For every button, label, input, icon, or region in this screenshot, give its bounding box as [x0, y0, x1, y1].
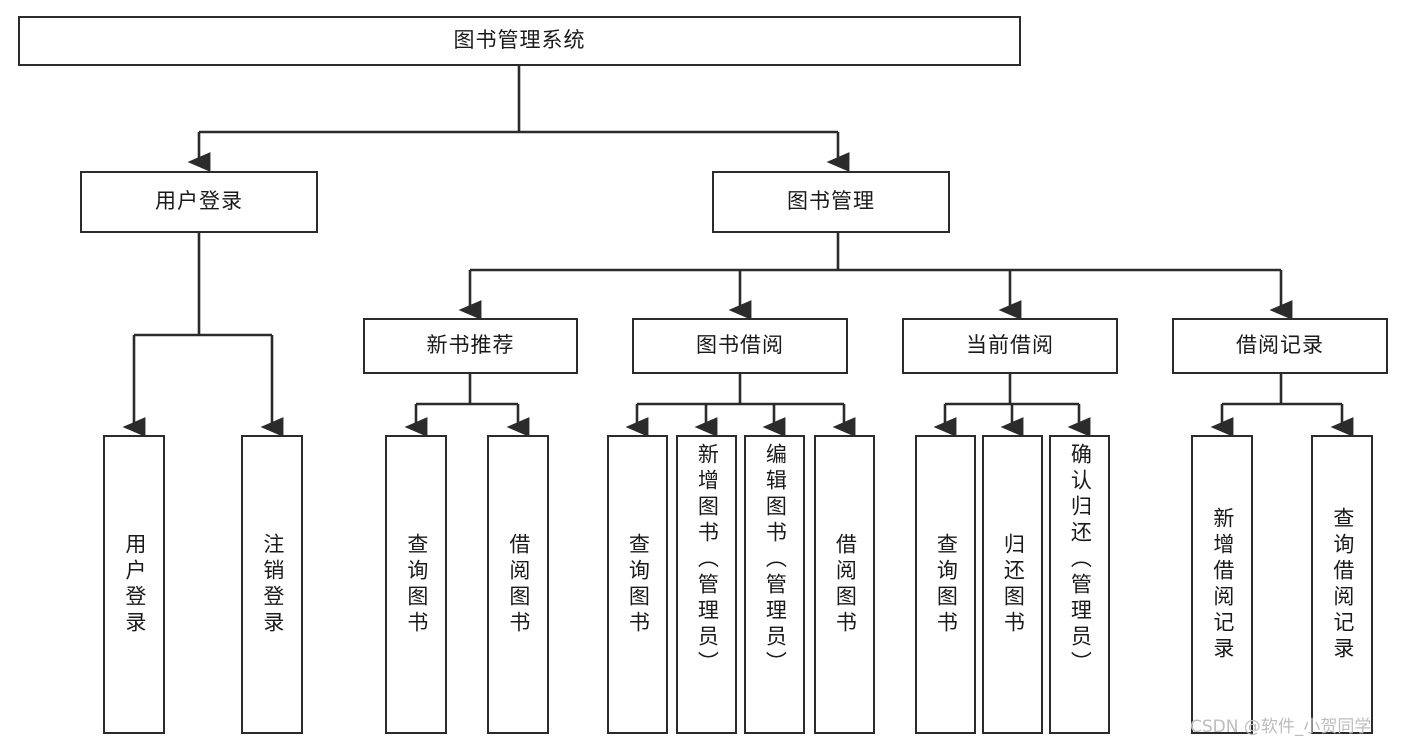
node-root[interactable]: 图书管理系统 — [18, 16, 1021, 66]
node-leaf-query-book-3-label: 查询图书 — [934, 532, 959, 637]
node-leaf-query-book-2-label: 查询图书 — [626, 532, 651, 637]
node-leaf-borrow-book-2-label: 借阅图书 — [833, 532, 858, 637]
node-current-borrow[interactable]: 当前借阅 — [902, 318, 1118, 374]
node-leaf-return-book-label: 归还图书 — [1001, 532, 1026, 637]
node-leaf-return-book[interactable]: 归还图书 — [982, 435, 1043, 734]
node-leaf-confirm-return[interactable]: 确认归还（管理员） — [1049, 435, 1110, 734]
node-leaf-edit-book[interactable]: 编辑图书（管理员） — [744, 435, 805, 734]
node-book-borrow[interactable]: 图书借阅 — [632, 318, 848, 374]
node-leaf-add-record-label: 新增借阅记录 — [1210, 506, 1235, 663]
node-borrow-record[interactable]: 借阅记录 — [1172, 318, 1388, 374]
node-leaf-borrow-book-2[interactable]: 借阅图书 — [814, 435, 875, 734]
node-leaf-user-login[interactable]: 用户登录 — [103, 435, 165, 734]
node-leaf-query-record[interactable]: 查询借阅记录 — [1311, 435, 1373, 734]
node-current-borrow-label: 当前借阅 — [966, 333, 1054, 358]
node-book-borrow-label: 图书借阅 — [696, 333, 784, 358]
node-leaf-query-record-label: 查询借阅记录 — [1330, 506, 1355, 663]
node-leaf-user-logout[interactable]: 注销登录 — [241, 435, 303, 734]
node-borrow-record-label: 借阅记录 — [1236, 333, 1324, 358]
node-leaf-borrow-book-1-label: 借阅图书 — [506, 532, 531, 637]
node-leaf-edit-book-label: 编辑图书（管理员） — [763, 443, 788, 677]
node-leaf-query-book-1-label: 查询图书 — [404, 532, 429, 637]
node-leaf-add-book[interactable]: 新增图书（管理员） — [676, 435, 737, 734]
node-leaf-user-login-label: 用户登录 — [122, 532, 147, 637]
csdn-watermark: CSDN @软件_小贺同学 — [1190, 717, 1372, 737]
node-new-book-recommend[interactable]: 新书推荐 — [363, 318, 578, 374]
node-user-login[interactable]: 用户登录 — [80, 171, 318, 233]
node-book-management-label: 图书管理 — [787, 189, 875, 214]
node-book-management[interactable]: 图书管理 — [712, 171, 950, 233]
node-root-label: 图书管理系统 — [453, 28, 586, 53]
node-leaf-query-book-2[interactable]: 查询图书 — [607, 435, 668, 734]
node-leaf-confirm-return-label: 确认归还（管理员） — [1068, 443, 1093, 677]
node-leaf-add-record[interactable]: 新增借阅记录 — [1191, 435, 1253, 734]
node-leaf-add-book-label: 新增图书（管理员） — [695, 443, 720, 677]
node-leaf-query-book-3[interactable]: 查询图书 — [915, 435, 976, 734]
node-user-login-label: 用户登录 — [155, 189, 243, 214]
node-leaf-borrow-book-1[interactable]: 借阅图书 — [487, 435, 549, 734]
node-leaf-query-book-1[interactable]: 查询图书 — [385, 435, 447, 734]
node-leaf-user-logout-label: 注销登录 — [260, 532, 285, 637]
node-new-book-recommend-label: 新书推荐 — [426, 333, 515, 358]
